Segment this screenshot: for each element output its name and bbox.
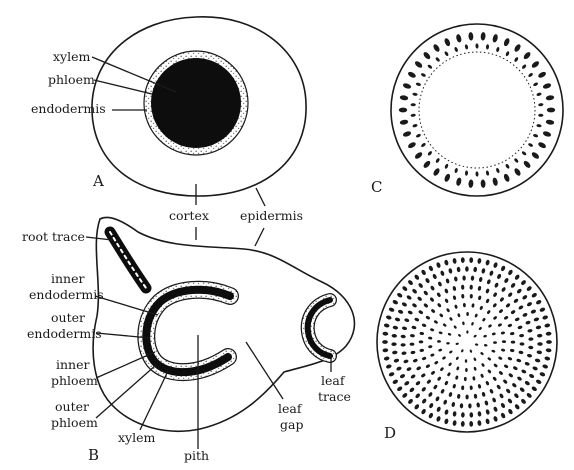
panel-d-bundle [546,340,552,344]
panel-d-bundle [465,266,469,271]
label-outer-phloem-1: outer [55,399,89,414]
leader-epidermis-up [256,188,265,206]
label-inner-phloem-1: inner [56,357,89,372]
label-outer-endodermis-2: endodermis [27,326,102,341]
label-inner-endodermis-2: endodermis [29,287,104,302]
panel-a-letter: A [92,172,104,190]
panel-b: B root trace inner endodermis outer endo… [22,217,354,464]
label-phloem-a: phloem [48,72,95,87]
label-leaf-gap-1: leaf [278,401,303,416]
label-root-trace: root trace [22,229,85,244]
label-outer-endodermis-1: outer [51,310,85,325]
panel-c-bundle [547,108,555,113]
label-outer-phloem-2: phloem [51,415,98,430]
panel-c-bundle [399,108,407,113]
leader-epidermis-down [255,228,264,246]
label-endodermis-a: endodermis [31,101,106,116]
panel-b-letter: B [88,446,99,464]
panel-a-xylem-core [151,58,241,148]
label-pith: pith [184,448,209,463]
panel-d-bundle [419,340,424,343]
panel-c: C [371,24,563,196]
panel-d-letter: D [384,424,396,442]
label-leaf-trace-1: leaf [321,373,346,388]
panel-d-bundle [511,341,516,344]
label-leaf-trace-2: trace [318,389,351,404]
panel-d: D [377,252,557,442]
panel-c-bundle [411,103,416,106]
label-cortex: cortex [169,208,209,223]
panel-a: A xylem phloem endodermis [31,17,306,196]
panel-d-epidermis-outline [377,252,557,432]
panel-c-letter: C [371,178,382,196]
label-inner-phloem-2: phloem [51,373,98,388]
panel-c-bundle [538,114,543,117]
panel-d-bundle [465,395,468,400]
label-epidermis: epidermis [240,208,303,223]
label-inner-endodermis-1: inner [51,271,84,286]
panel-b-epidermis-outline [93,217,354,431]
label-xylem-b: xylem [118,430,156,445]
panel-c-epidermis-outline [391,24,563,196]
panel-d-bundle [382,340,388,344]
label-xylem-a: xylem [53,49,91,64]
label-leaf-gap-2: gap [280,417,303,432]
